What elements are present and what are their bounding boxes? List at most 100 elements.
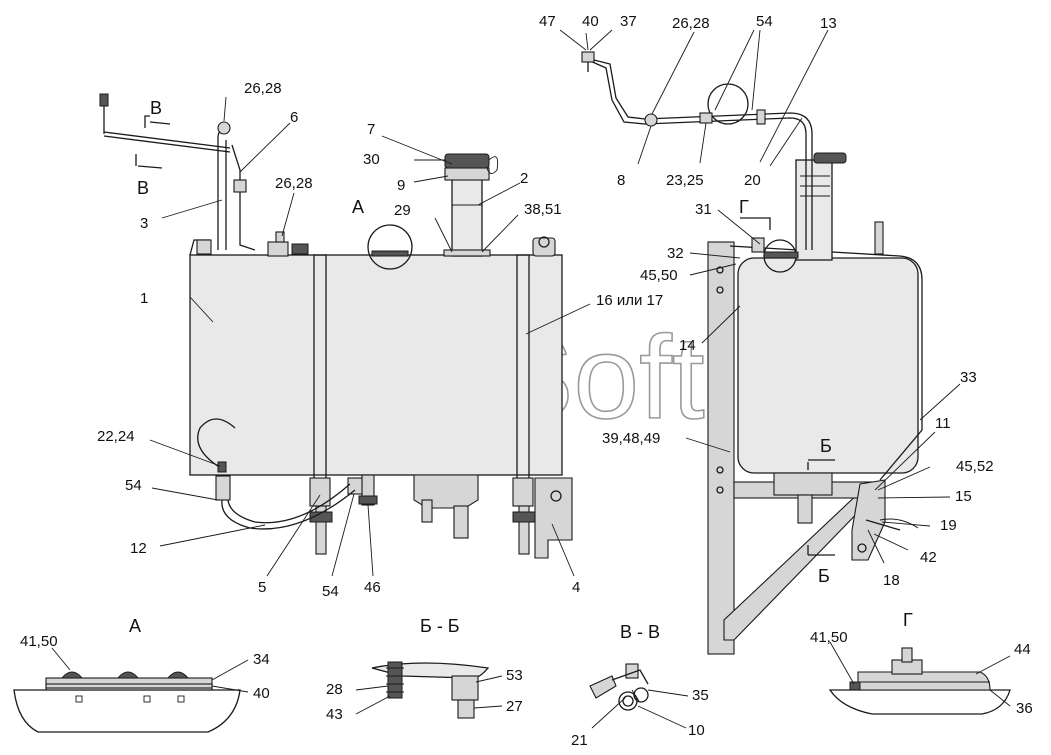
detail-a-tank-wall	[13, 689, 241, 733]
fuel-hose-inner	[227, 483, 351, 524]
section-b-leader-28	[355, 685, 389, 691]
detail-circle-hose	[197, 418, 236, 471]
section-mark-b-top: Б	[820, 436, 832, 456]
label-9: 9	[397, 177, 405, 194]
leader-45-50	[689, 263, 737, 276]
side-sensor-flange	[763, 251, 799, 259]
side-neck-hatching	[800, 175, 830, 197]
pipe-union	[756, 109, 766, 125]
label-23-25: 23,25	[666, 172, 704, 189]
sensor-wire	[103, 131, 231, 149]
detail-a-rivet-3	[177, 695, 185, 703]
section-mark-a: А	[352, 197, 364, 217]
drain-plug-nut	[358, 495, 378, 505]
label-26-28-b: 26,28	[275, 175, 313, 192]
detail-a-leader-40	[211, 685, 249, 693]
label-7: 7	[367, 121, 375, 138]
label-4: 4	[572, 579, 580, 596]
leader-22-24	[149, 439, 221, 467]
side-filler-cap	[813, 152, 847, 164]
detail-a-bolt-1	[60, 671, 84, 679]
vent-fitting-nut	[275, 231, 285, 243]
leader-46	[367, 504, 374, 577]
label-33: 33	[960, 369, 977, 386]
view-title-v: В - В	[620, 622, 660, 642]
label-21: 21	[571, 732, 588, 749]
strap-bracket-right	[512, 477, 534, 507]
side-filler-neck	[795, 159, 833, 261]
pipe-clamp	[644, 113, 658, 127]
tank-front-view	[99, 93, 573, 559]
label-18: 18	[883, 572, 900, 589]
label-6: 6	[290, 109, 298, 126]
leader-3	[161, 199, 223, 219]
label-38-51: 38,51	[524, 201, 562, 218]
section-v-clamp	[589, 675, 617, 699]
frame-hole-3	[716, 466, 724, 474]
tank-side-strap	[729, 245, 923, 481]
detail-g-flange	[857, 671, 991, 691]
section-b-fitting-nut	[457, 699, 475, 719]
cap-chain	[486, 156, 499, 174]
section-b-leader-27	[473, 705, 503, 709]
breather-pipe	[217, 129, 225, 250]
label-32: 32	[667, 245, 684, 262]
section-mark-v-bottom: В	[137, 178, 149, 198]
leader-47	[559, 29, 587, 51]
side-sensor-plug	[797, 494, 813, 524]
label-14: 14	[679, 337, 696, 354]
detail-a-rivet-2	[143, 695, 151, 703]
section-v-tube-1-inner	[622, 695, 634, 707]
detail-g-leader-44	[975, 655, 1011, 675]
wire-tie	[879, 518, 919, 529]
label-41-50-detail-g: 41,50	[810, 629, 848, 646]
frame-member	[707, 241, 735, 655]
vent-clip	[291, 243, 309, 255]
breather-cap	[217, 121, 231, 135]
label-28: 28	[326, 681, 343, 698]
vent-line-assembly	[581, 51, 813, 250]
section-marks: А В В Б Б Г	[137, 98, 832, 586]
label-54-bottom: 54	[322, 583, 339, 600]
leader-40	[585, 32, 589, 51]
vent-valve	[581, 51, 595, 63]
label-41-50-detail-a: 41,50	[20, 633, 58, 650]
tension-bracket-hole	[857, 543, 867, 553]
leader-26-28-c	[651, 31, 695, 115]
side-sensor-housing	[773, 472, 833, 496]
label-46: 46	[364, 579, 381, 596]
label-45-50: 45,50	[640, 267, 678, 284]
section-b-leader-43	[355, 695, 391, 715]
tank-corner-block	[196, 239, 212, 255]
leader-29	[434, 217, 453, 253]
label-54-top: 54	[756, 13, 773, 30]
leader-18	[867, 529, 885, 564]
leader-33	[919, 383, 961, 421]
label-27: 27	[506, 698, 523, 715]
breather-hose	[231, 144, 256, 251]
detail-g-fitting-stem	[901, 647, 913, 663]
leader-11	[874, 431, 936, 491]
label-2: 2	[520, 170, 528, 187]
filler-neck	[451, 177, 483, 257]
section-b-threads	[386, 667, 404, 693]
filler-ring	[444, 167, 490, 181]
leader-20	[769, 117, 803, 167]
top-fitting	[751, 237, 765, 253]
label-42: 42	[920, 549, 937, 566]
top-post	[874, 221, 884, 255]
strap-nut-left	[309, 511, 333, 523]
leader-2	[477, 182, 521, 206]
leader-7	[381, 135, 453, 165]
strap-bolt-right	[518, 505, 530, 555]
detail-g-leader-36	[989, 689, 1011, 707]
section-v	[589, 663, 689, 729]
view-title-a: А	[129, 616, 141, 636]
hose-outlet	[215, 475, 231, 501]
leader-6	[239, 122, 291, 173]
fuel-hose	[221, 489, 356, 530]
label-15: 15	[955, 488, 972, 505]
frame-hole-2	[716, 286, 724, 294]
